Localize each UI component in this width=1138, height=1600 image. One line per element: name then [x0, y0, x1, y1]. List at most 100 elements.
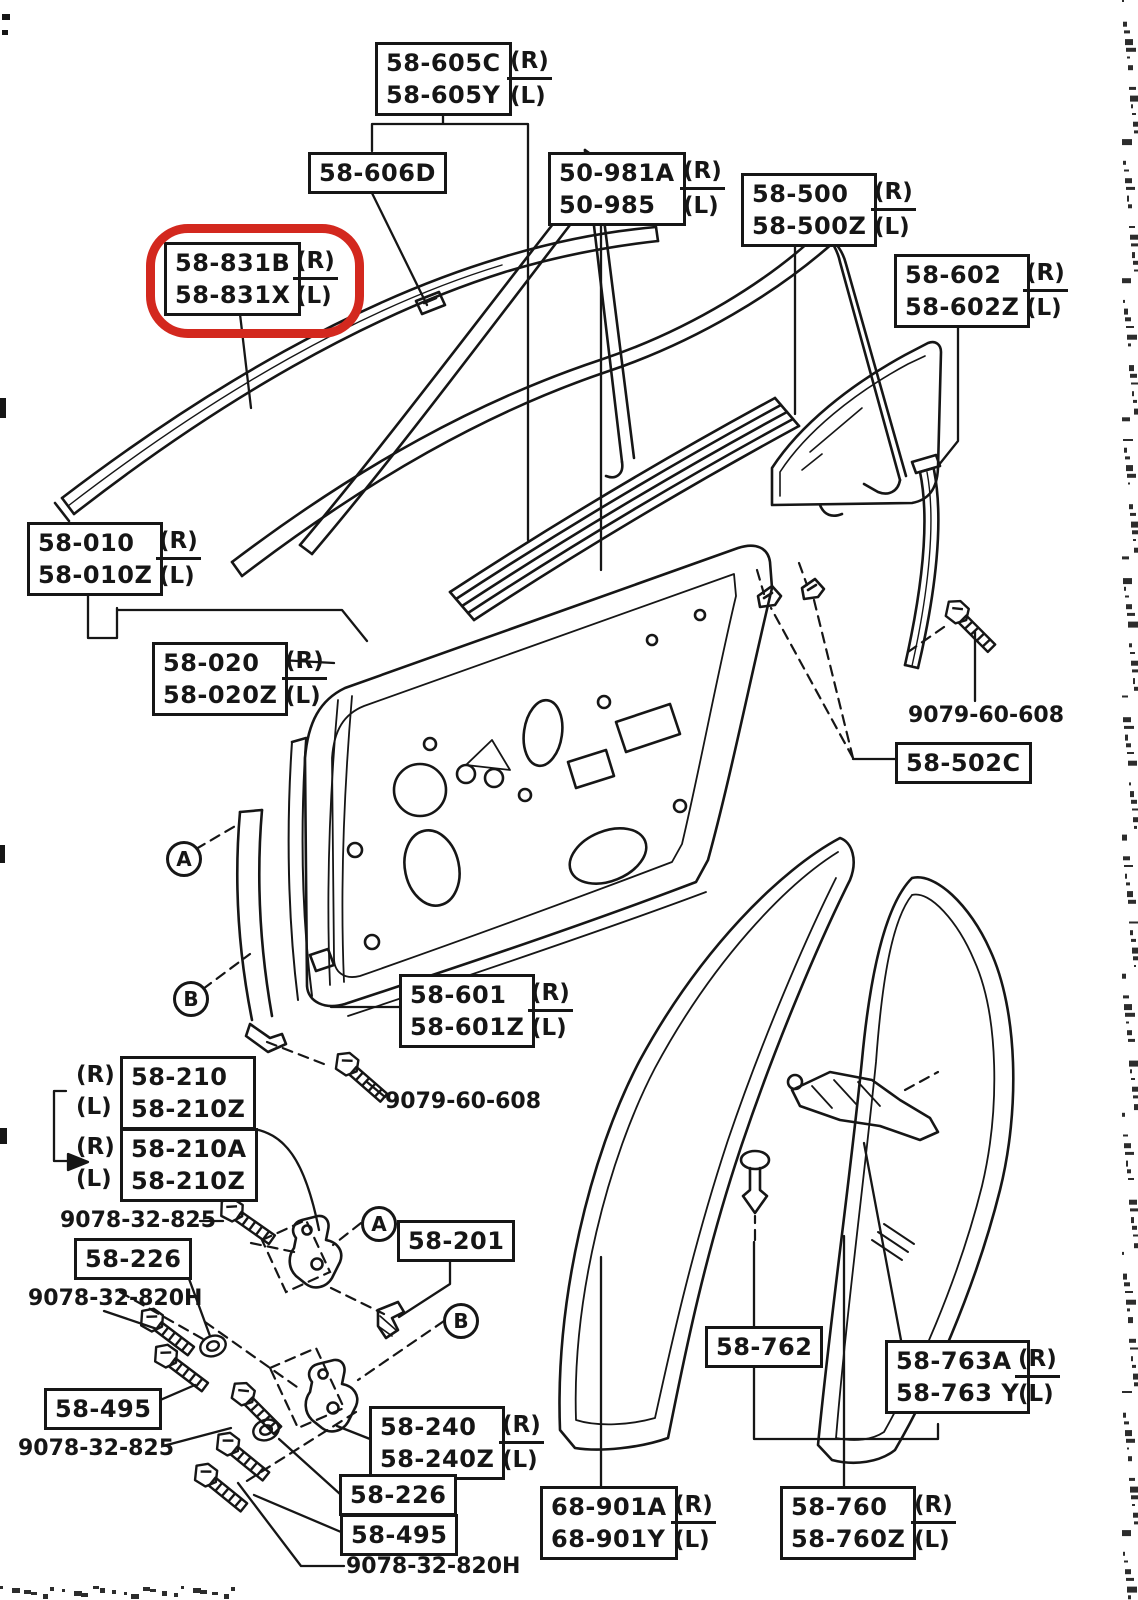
right-side-indicator: (R): [156, 526, 201, 560]
part-number: 58-602: [905, 261, 1002, 289]
part-number: 58-226: [85, 1245, 182, 1273]
part-number: 58-201: [408, 1227, 505, 1255]
scan-edge-marks: [0, 14, 10, 1144]
part-label-58-762: 58-762: [705, 1326, 824, 1368]
side-indicator: (R) (L): [680, 156, 725, 221]
side-indicator: (R) (L): [528, 978, 573, 1043]
part-label-58-210a: 58-210A 58-210Z: [120, 1128, 258, 1202]
part-label-58-210: 58-210 58-210Z: [120, 1056, 257, 1130]
part-number: 58-763A: [896, 1347, 1012, 1375]
part-number: 58-760: [791, 1493, 888, 1521]
left-side-indicator: (L): [531, 1015, 567, 1041]
left-side-indicator: (L): [76, 1094, 112, 1120]
side-indicator: (R) (L): [1015, 1344, 1060, 1409]
part-number: 58-601Z: [410, 1013, 525, 1041]
part-number: 58-606D: [319, 159, 436, 187]
part-number-9079-60-608: 9079-60-608: [385, 1089, 542, 1114]
part-number: 58-831B: [175, 249, 291, 277]
side-indicator: (R) (L): [282, 646, 327, 711]
part-label-58-500: 58-500 58-500Z: [741, 173, 878, 247]
side-indicator: (R) (L): [499, 1410, 544, 1475]
part-label-50-981: 50-981A 50-985: [548, 152, 686, 226]
part-label-58-601: 58-601 58-601Z: [399, 974, 536, 1048]
view-marker-b: B: [173, 981, 209, 1017]
right-side-indicator: (R): [282, 646, 327, 680]
part-number-9078-32-825: 9078-32-825: [60, 1208, 217, 1233]
part-number: 58-605C: [386, 49, 501, 77]
part-number: 58-500Z: [752, 212, 867, 240]
part-number: 58-240: [380, 1413, 477, 1441]
side-indicator: (R) (L): [156, 526, 201, 591]
part-number: 58-763 Y: [896, 1379, 1020, 1407]
right-side-indicator: (R): [911, 1490, 956, 1524]
part-number: 50-985: [559, 191, 656, 219]
part-label-68-901: 68-901A 68-901Y: [540, 1486, 678, 1560]
part-number: 58-760Z: [791, 1525, 906, 1553]
part-number: 58-602Z: [905, 293, 1020, 321]
side-indicator: (R) (L): [671, 1490, 716, 1555]
view-marker-a: A: [361, 1206, 397, 1242]
part-label-58-502c: 58-502C: [895, 742, 1032, 784]
part-label-58-226: 58-226: [74, 1238, 193, 1280]
dashed-leader-lines: [118, 561, 946, 1486]
left-side-indicator: (L): [683, 193, 719, 219]
left-side-indicator: (L): [1026, 295, 1062, 321]
part-label-58-763: 58-763A 58-763 Y: [885, 1340, 1031, 1414]
left-side-indicator: (L): [914, 1527, 950, 1553]
part-number: 50-981A: [559, 159, 675, 187]
part-number: 58-495: [351, 1521, 448, 1549]
part-number: 58-210A: [131, 1135, 247, 1163]
right-side-indicator: (R): [499, 1410, 544, 1444]
left-side-indicator: (L): [1018, 1381, 1054, 1407]
part-label-58-201: 58-201: [397, 1220, 516, 1262]
part-number: 58-010: [38, 529, 135, 557]
left-side-indicator: (L): [502, 1447, 538, 1473]
part-number: 58-210Z: [131, 1095, 246, 1123]
part-label-58-240: 58-240 58-240Z: [369, 1406, 506, 1480]
part-label-58-226-lower: 58-226: [339, 1474, 458, 1516]
part-label-58-606d: 58-606D: [308, 152, 447, 194]
left-side-indicator: (L): [296, 283, 332, 309]
part-label-58-605: 58-605C 58-605Y: [375, 42, 512, 116]
view-marker-b: B: [443, 1303, 479, 1339]
right-side-indicator: (R): [507, 46, 552, 80]
left-side-indicator: (L): [76, 1166, 112, 1192]
part-number: 58-226: [350, 1481, 447, 1509]
part-number: 58-502C: [906, 749, 1021, 777]
part-number: 68-901Y: [551, 1525, 666, 1553]
part-number: 58-601: [410, 981, 507, 1009]
part-label-58-020: 58-020 58-020Z: [152, 642, 289, 716]
right-side-indicator: (R): [680, 156, 725, 190]
right-side-indicator: (R): [871, 177, 916, 211]
side-indicator: (R) (L): [507, 46, 552, 111]
part-label-58-495-lower: 58-495: [340, 1514, 459, 1556]
right-side-indicator: (R): [528, 978, 573, 1012]
left-side-indicator: (L): [159, 563, 195, 589]
part-label-58-602: 58-602 58-602Z: [894, 254, 1031, 328]
part-number: 58-020Z: [163, 681, 278, 709]
right-side-indicator: (R): [671, 1490, 716, 1524]
part-label-58-010: 58-010 58-010Z: [27, 522, 164, 596]
part-number: 58-831X: [175, 281, 291, 309]
part-number: 58-240Z: [380, 1445, 495, 1473]
fastener-icons: [132, 595, 1007, 1514]
side-indicator: (R) (L): [911, 1490, 956, 1555]
part-label-58-831-highlighted: 58-831B 58-831X: [164, 242, 302, 316]
part-number-9078-32-825: 9078-32-825: [18, 1436, 175, 1461]
right-side-indicator: (R): [293, 246, 338, 280]
right-side-indicator: (R): [1023, 258, 1068, 292]
part-number: 58-020: [163, 649, 260, 677]
left-side-indicator: (L): [510, 83, 546, 109]
part-number-9078-32-820h: 9078-32-820H: [346, 1554, 521, 1579]
right-side-indicator: (R): [76, 1062, 115, 1088]
part-number: 68-901A: [551, 1493, 667, 1521]
right-side-indicator: (R): [76, 1134, 115, 1160]
door-parts-artwork: [53, 148, 1015, 1465]
part-number: 58-762: [716, 1333, 813, 1361]
part-number: 58-210Z: [131, 1167, 246, 1195]
part-label-58-495: 58-495: [44, 1388, 163, 1430]
left-side-indicator: (L): [285, 683, 321, 709]
part-number-9078-32-820h: 9078-32-820H: [28, 1286, 203, 1311]
part-number: 58-605Y: [386, 81, 501, 109]
